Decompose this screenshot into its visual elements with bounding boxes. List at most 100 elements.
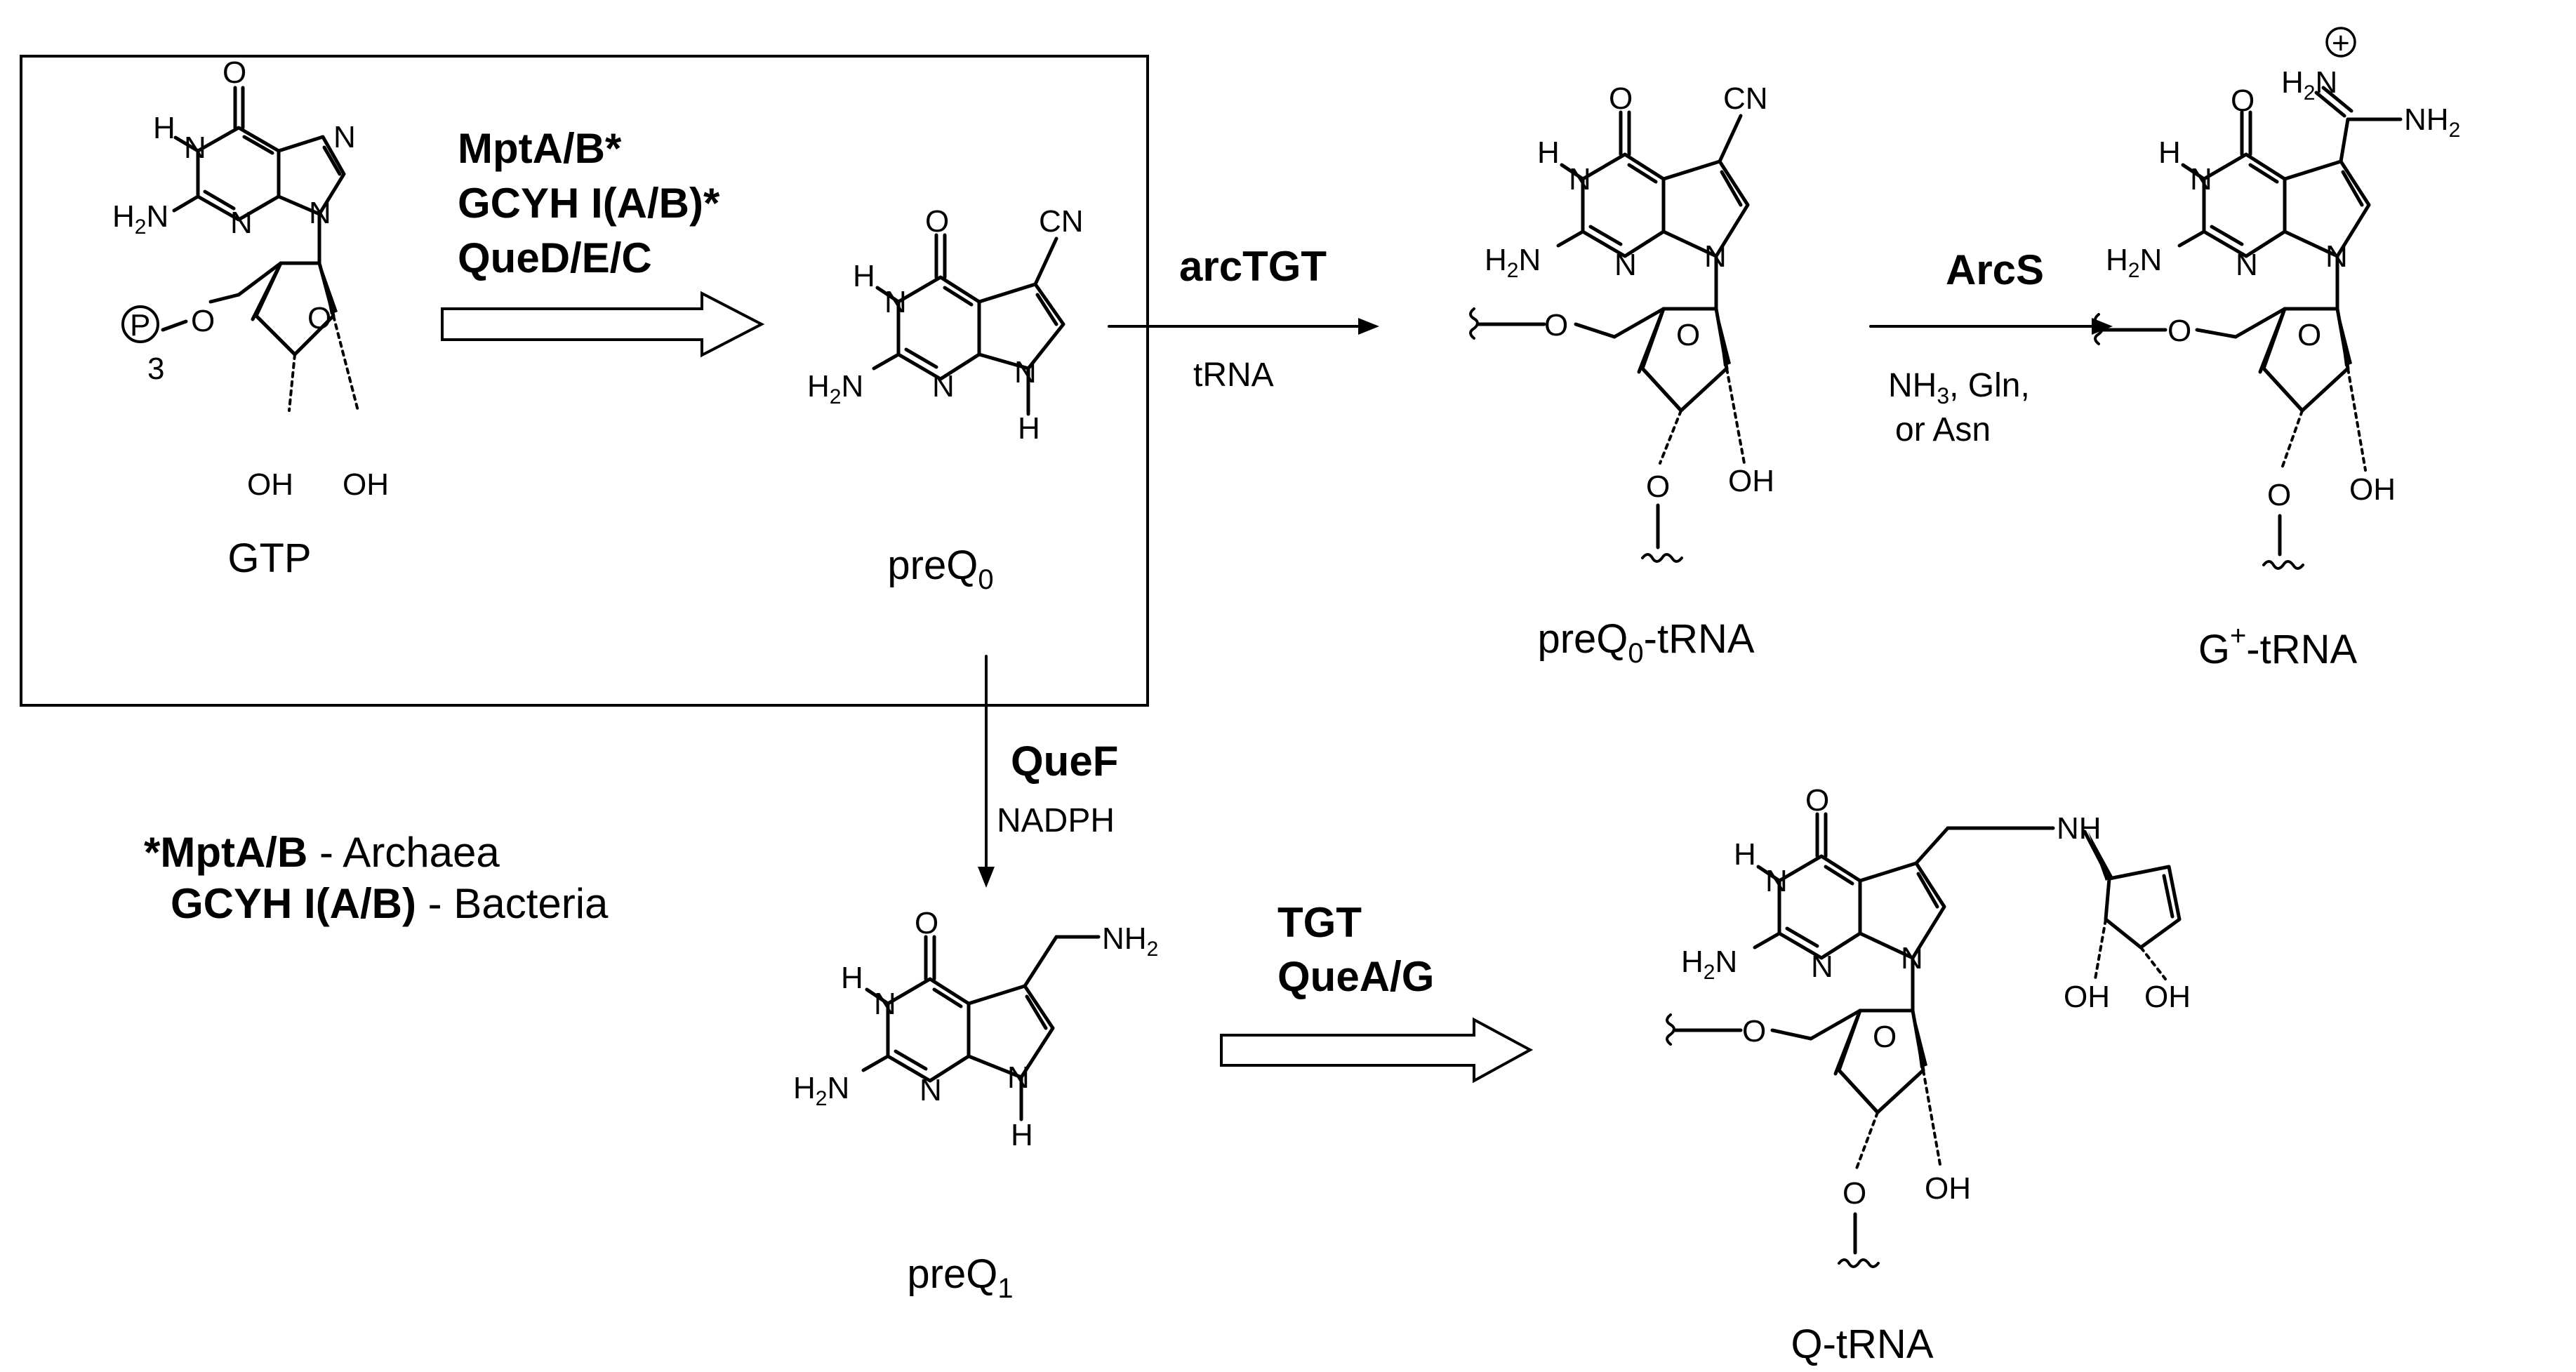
q-trna-n1: N	[1765, 864, 1788, 898]
preq0-trna-ring-o: O	[1676, 318, 1700, 352]
open-arrow-preq1-qtrna	[1220, 1017, 1534, 1084]
preq0-nh2-label: H2N	[807, 369, 863, 408]
gplus-n1: N	[2190, 162, 2212, 197]
gtp-3prime-oh: OH	[247, 467, 293, 502]
preq0-trna-h1: H	[1537, 135, 1560, 170]
gtp-n1: N	[184, 131, 206, 165]
gplus-trna-structure: + H2N NH2 O H N H2N N N O O O OH G+-tRNA	[2094, 26, 2460, 672]
preq0-n3: N	[932, 369, 955, 404]
preq0-trna-3prime-o: O	[1646, 469, 1670, 504]
gtp-5prime-o: O	[191, 304, 215, 338]
cofactor-nh3-gln: NH3, Gln,	[1888, 367, 2030, 408]
gplus-h1: H	[2158, 135, 2181, 170]
arrow-arctgt	[1108, 318, 1379, 335]
gtp-n3: N	[230, 206, 253, 240]
footnote-line-1: *MptA/B - Archaea	[144, 829, 500, 876]
preq0-h7: H	[1018, 411, 1040, 446]
gplus-5prime-o: O	[2167, 314, 2191, 348]
gtp-h1: H	[153, 111, 175, 145]
preq1-nh2-label: H2N	[793, 1071, 849, 1110]
gplus-3prime-o: O	[2267, 478, 2291, 512]
enzyme-mpta-b: MptA/B*	[458, 125, 622, 172]
footnote-line-2: GCYH I(A/B) - Bacteria	[171, 880, 609, 927]
enzyme-arcs: ArcS	[1946, 246, 2044, 293]
q-trna-3prime-o: O	[1843, 1176, 1866, 1211]
gplus-n3: N	[2236, 248, 2258, 282]
q-trna-carbonyl-o: O	[1805, 783, 1829, 818]
gtp-carbonyl-o: O	[223, 55, 246, 90]
preq0-trna-label: preQ0-tRNA	[1537, 616, 1754, 669]
gplus-2prime-oh: OH	[2349, 472, 2396, 507]
gtp-n9: N	[309, 196, 331, 230]
q-trna-h1: H	[1734, 837, 1756, 872]
gplus-carbonyl-o: O	[2231, 84, 2255, 118]
cofactor-nadph: NADPH	[997, 802, 1115, 839]
gtp-structure: O H N N N N H2N O O P 3 OH OH GTP	[112, 55, 389, 581]
cofactor-trna: tRNA	[1193, 357, 1274, 394]
preq0-n1: N	[884, 285, 907, 319]
q-trna-structure: O NH H N H2N N N OH OH O O O OH Q-tRNA	[1666, 783, 2191, 1367]
preq1-n3: N	[919, 1073, 942, 1107]
preq0-trna-n9: N	[1704, 239, 1727, 274]
preq1-h7: H	[1011, 1118, 1033, 1152]
gtp-ring-o: O	[307, 301, 331, 335]
gtp-n7: N	[333, 120, 356, 154]
enzyme-quef: QueF	[1011, 738, 1118, 785]
gtp-phosphate-count: 3	[147, 352, 164, 386]
preq1-nh2: NH2	[1102, 921, 1158, 961]
q-trna-2prime-oh: OH	[1925, 1171, 1971, 1206]
preq1-label: preQ1	[907, 1251, 1013, 1304]
preq0-trna-2prime-oh: OH	[1728, 464, 1774, 498]
preq0-trna-structure: O CN H N H2N N N O O O OH preQ0-tRNA	[1469, 81, 1774, 669]
preq0-trna-n3: N	[1614, 248, 1637, 282]
preq0-trna-5prime-o: O	[1544, 308, 1568, 342]
enzyme-quea-g: QueA/G	[1277, 953, 1434, 1000]
q-trna-n3: N	[1811, 950, 1833, 984]
gplus-trna-label: G+-tRNA	[2198, 620, 2358, 672]
gplus-charge: +	[2332, 26, 2350, 60]
gtp-nh2-label: H2N	[112, 199, 168, 239]
q-trna-nh: NH	[2057, 811, 2102, 846]
gplus-ring-o: O	[2297, 318, 2321, 352]
preq0-trna-nh2-label: H2N	[1485, 243, 1541, 282]
preq1-n1: N	[874, 987, 896, 1021]
gtp-label: GTP	[227, 535, 311, 581]
cofactor-or-asn: or Asn	[1895, 411, 1991, 448]
q-trna-ring-oh-left: OH	[2064, 980, 2110, 1014]
preq1-structure: O NH2 H N H2N N N H preQ1	[793, 906, 1158, 1304]
gtp-to-preq0-box	[20, 55, 1149, 707]
q-trna-label: Q-tRNA	[1791, 1321, 1934, 1367]
arrow-arcs	[1869, 318, 2113, 335]
footnote: *MptA/B - Archaea GCYH I(A/B) - Bacteria	[144, 829, 609, 927]
preq0-carbonyl-o: O	[925, 204, 949, 239]
q-trna-ring-oh-right: OH	[2144, 980, 2191, 1014]
enzyme-gcyh-i: GCYH I(A/B)*	[458, 180, 720, 227]
enzyme-arctgt: arcTGT	[1179, 243, 1327, 290]
preq0-label: preQ0	[887, 542, 993, 595]
gplus-n9: N	[2325, 239, 2348, 274]
gtp-phosphate-p: P	[130, 308, 150, 342]
gplus-amidine-h2n: H2N	[2281, 65, 2337, 105]
gplus-nh2-label: H2N	[2106, 243, 2162, 282]
preq0-trna-cn: CN	[1723, 81, 1768, 116]
gplus-amidine-nh2: NH2	[2404, 102, 2460, 142]
preq0-h1: H	[853, 259, 875, 293]
enzyme-qued-e-c: QueD/E/C	[458, 234, 652, 281]
q-trna-5prime-o: O	[1742, 1014, 1766, 1048]
preq0-structure: O CN H N H2N N N H preQ0	[807, 204, 1084, 595]
preq0-cn: CN	[1039, 204, 1084, 239]
open-arrow-gtp-preq0	[441, 291, 765, 358]
preq1-h1: H	[841, 961, 863, 995]
preq1-n7: N	[1007, 1060, 1030, 1095]
preq0-n7: N	[1014, 355, 1037, 389]
enzyme-tgt: TGT	[1277, 899, 1362, 946]
preq0-trna-n1: N	[1569, 162, 1591, 197]
q-trna-nh2-label: H2N	[1681, 945, 1737, 984]
q-trna-ring-o: O	[1873, 1020, 1897, 1054]
q-trna-n9: N	[1901, 941, 1923, 975]
arrow-quef	[978, 655, 995, 888]
preq1-carbonyl-o: O	[915, 906, 938, 940]
gtp-2prime-oh: OH	[343, 467, 389, 502]
